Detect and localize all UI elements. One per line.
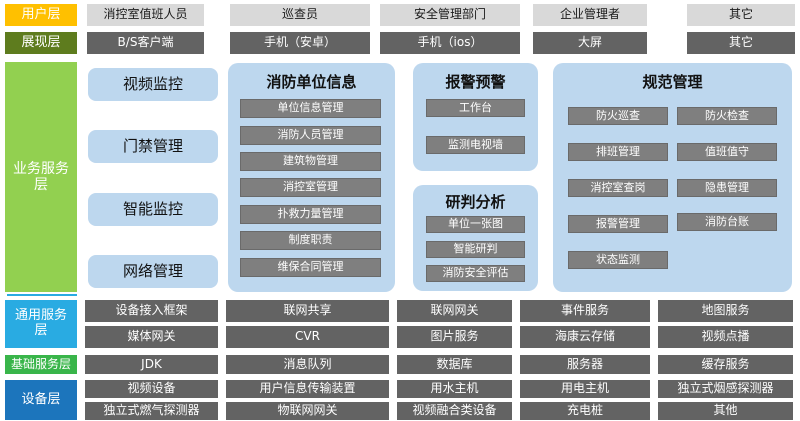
device-item: 用水主机 — [397, 380, 512, 398]
group-unit-info-title: 消防单位信息 — [266, 73, 357, 91]
common-service: 图片服务 — [397, 326, 512, 348]
user-item: 巡查员 — [230, 4, 370, 26]
business-box-video-surveillance: 视频监控 — [88, 68, 218, 101]
group-item: 维保合同管理 — [240, 258, 381, 277]
basic-service: 服务器 — [520, 355, 650, 374]
group-item: 消防人员管理 — [240, 126, 381, 145]
device-item: 独立式烟感探测器 — [658, 380, 793, 398]
presentation-item: 大屏 — [533, 32, 647, 54]
group-item: 制度职责 — [240, 231, 381, 250]
common-service: CVR — [226, 326, 389, 348]
group-item: 单位一张图 — [426, 216, 525, 233]
layer-label-user: 用户层 — [5, 4, 77, 26]
business-box-access-control: 门禁管理 — [88, 130, 218, 163]
layer-label-presentation: 展现层 — [5, 32, 77, 54]
user-item: 企业管理者 — [533, 4, 647, 26]
group-item: 防火巡查 — [568, 107, 668, 125]
group-standard-title: 规范管理 — [642, 73, 703, 91]
device-item: 视频融合类设备 — [397, 402, 512, 420]
common-service: 联网网关 — [397, 300, 512, 322]
group-item: 排班管理 — [568, 143, 668, 161]
group-item: 消控室查岗 — [568, 179, 668, 197]
device-item: 视频设备 — [85, 380, 218, 398]
business-box-smart-monitoring: 智能监控 — [88, 193, 218, 226]
layer-label-device: 设备层 — [5, 380, 77, 420]
group-item: 建筑物管理 — [240, 152, 381, 171]
group-item: 报警管理 — [568, 215, 668, 233]
device-item: 用电主机 — [520, 380, 650, 398]
user-item: 其它 — [687, 4, 795, 26]
user-item: 安全管理部门 — [380, 4, 520, 26]
group-item: 状态监测 — [568, 251, 668, 269]
presentation-item: B/S客户端 — [87, 32, 204, 54]
group-item: 防火检查 — [677, 107, 777, 125]
common-service: 海康云存储 — [520, 326, 650, 348]
group-item: 单位信息管理 — [240, 99, 381, 118]
user-item: 消控室值班人员 — [87, 4, 204, 26]
device-item: 物联网网关 — [226, 402, 389, 420]
common-service: 联网共享 — [226, 300, 389, 322]
group-alarm: 报警预警 工作台 监测电视墙 — [413, 63, 538, 171]
device-item: 独立式燃气探测器 — [85, 402, 218, 420]
group-item: 智能研判 — [426, 241, 525, 258]
group-item: 消防台账 — [677, 213, 777, 231]
group-analysis: 研判分析 单位一张图 智能研判 消防安全评估 — [413, 185, 538, 291]
group-unit-info: 消防单位信息 单位信息管理 消防人员管理 建筑物管理 消控室管理 扑救力量管理 … — [228, 63, 395, 292]
group-item: 监测电视墙 — [426, 136, 525, 154]
layer-label-business: 业务服务层 — [5, 62, 77, 292]
layer-label-common: 通用服务层 — [5, 300, 77, 348]
group-standard: 规范管理 防火巡查 排班管理 消控室查岗 报警管理 状态监测 防火检查 值班值守… — [553, 63, 792, 292]
presentation-item: 其它 — [687, 32, 795, 54]
basic-service: 缓存服务 — [658, 355, 793, 374]
group-item: 隐患管理 — [677, 179, 777, 197]
common-service: 设备接入框架 — [85, 300, 218, 322]
common-service: 视频点播 — [658, 326, 793, 348]
group-item: 消防安全评估 — [426, 265, 525, 282]
basic-service: JDK — [85, 355, 218, 374]
common-service: 媒体网关 — [85, 326, 218, 348]
basic-service: 数据库 — [397, 355, 512, 374]
group-alarm-title: 报警预警 — [445, 73, 506, 91]
business-label-underline — [7, 294, 77, 296]
device-item: 其他 — [658, 402, 793, 420]
device-item: 用户信息传输装置 — [226, 380, 389, 398]
business-box-network-management: 网络管理 — [88, 255, 218, 288]
group-item: 值班值守 — [677, 143, 777, 161]
common-service: 事件服务 — [520, 300, 650, 322]
group-item: 扑救力量管理 — [240, 205, 381, 224]
device-item: 充电桩 — [520, 402, 650, 420]
common-service: 地图服务 — [658, 300, 793, 322]
layer-label-basic: 基础服务层 — [5, 355, 77, 374]
group-item: 工作台 — [426, 99, 525, 117]
basic-service: 消息队列 — [226, 355, 389, 374]
presentation-item: 手机（ios） — [380, 32, 520, 54]
group-analysis-title: 研判分析 — [445, 193, 506, 211]
group-item: 消控室管理 — [240, 178, 381, 197]
presentation-item: 手机（安卓） — [230, 32, 370, 54]
